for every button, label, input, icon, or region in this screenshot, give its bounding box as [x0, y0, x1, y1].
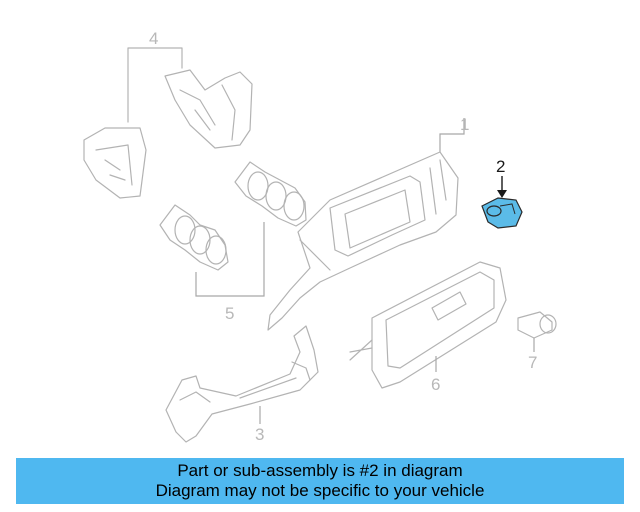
parts-diagram [83, 47, 557, 443]
part-4-brackets [83, 47, 253, 199]
callout-7: 7 [528, 353, 538, 372]
part-2-lock-cylinder [481, 176, 523, 229]
callout-5: 5 [225, 304, 235, 323]
part-5-clips [159, 161, 307, 297]
banner-line-1: Part or sub-assembly is #2 in diagram [177, 461, 463, 480]
info-banner: Part or sub-assembly is #2 in diagram Di… [16, 458, 624, 504]
part-6-door [349, 261, 507, 389]
callout-1: 1 [460, 115, 470, 134]
callout-3: 3 [255, 425, 265, 444]
callout-6: 6 [431, 375, 441, 394]
part-7-cylinder [517, 311, 557, 352]
banner-line-2: Diagram may not be specific to your vehi… [155, 481, 485, 500]
callout-4: 4 [149, 29, 159, 48]
callout-2[interactable]: 2 [496, 157, 506, 176]
part-3-brace [165, 325, 319, 443]
part-1-housing [267, 118, 465, 331]
